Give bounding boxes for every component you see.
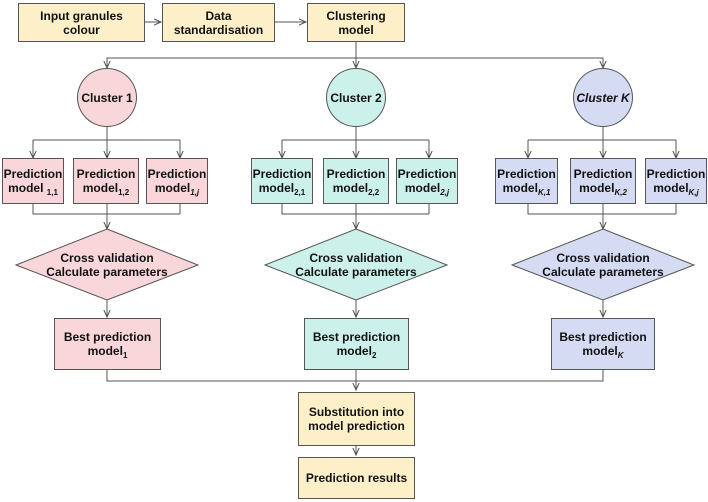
best-model-k: Best prediction modelK — [551, 318, 655, 370]
data-standardisation-label: Data standardisation — [173, 8, 264, 37]
cluster-2-node: Cluster 2 — [326, 68, 386, 127]
prediction-model-2-2-sub: 2,2 — [368, 188, 380, 197]
edge-clustering-to-clusters — [106, 42, 604, 68]
prediction-model-1-2-sub: 1,2 — [118, 188, 130, 197]
clustering-model-box: Clustering model — [307, 3, 405, 42]
cluster-k-node: Cluster K — [573, 68, 633, 127]
prediction-model-1-2: Prediction model1,2 — [73, 158, 139, 204]
prediction-model-1-1-sub: 1,1 — [46, 188, 58, 197]
best-model-1-line1: Best prediction — [63, 330, 152, 344]
edge-cluster-k-fanout — [527, 127, 677, 152]
prediction-model-k-1-text: Prediction model — [497, 167, 556, 195]
prediction-model-2-j-text: Prediction model — [397, 167, 457, 195]
validation-1-line1: Cross validation — [60, 251, 154, 265]
prediction-model-k-2-text: Prediction model — [573, 167, 633, 195]
prediction-model-k-j-text: Prediction model — [646, 167, 706, 195]
cluster-1-label: Cluster 1 — [81, 90, 133, 105]
validation-diamond-1 — [14, 228, 200, 301]
prediction-model-2-1-sub: 2,1 — [294, 188, 306, 197]
best-model-2-sub: 2 — [371, 351, 377, 360]
prediction-model-k-2: Prediction modelK,2 — [570, 158, 636, 204]
best-model-1-line2: model — [87, 344, 123, 358]
prediction-model-k-1-sub: K,1 — [537, 188, 551, 197]
prediction-model-2-j-sub: 2,j — [440, 188, 450, 197]
prediction-model-1-j: Prediction model1,j — [146, 158, 208, 204]
prediction-model-1-j-sub: 1,j — [190, 188, 200, 197]
clustering-model-label: Clustering model — [326, 8, 386, 37]
best-model-1: Best prediction model1 — [54, 318, 161, 370]
prediction-model-k-2-sub: K,2 — [614, 188, 627, 197]
cluster-1-node: Cluster 1 — [77, 68, 137, 127]
best-model-2: Best prediction model2 — [304, 318, 409, 370]
prediction-model-k-1: Prediction modelK,1 — [495, 158, 558, 204]
prediction-model-2-2-text: Prediction model — [326, 167, 386, 195]
edge-best-merge — [106, 370, 604, 382]
validation-2-line2: Calculate parameters — [295, 265, 417, 279]
prediction-model-k-j: Prediction modelK,j — [645, 158, 707, 204]
best-model-k-sub: K — [617, 351, 624, 360]
validation-diamond-2 — [263, 228, 449, 301]
input-granules-label: Input granules colour — [40, 8, 123, 37]
validation-k-line1: Cross validation — [556, 251, 650, 265]
validation-text-2: Cross validation Calculate parameters — [276, 251, 436, 279]
substitution-box: Substitution into model prediction — [298, 392, 415, 446]
prediction-results-box: Prediction results — [298, 457, 415, 499]
prediction-model-1-1-text: Prediction model — [3, 167, 63, 195]
edge-cluster-k-merge — [527, 204, 677, 215]
validation-text-k: Cross validation Calculate parameters — [523, 251, 683, 279]
data-standardisation-box: Data standardisation — [162, 3, 275, 42]
validation-1-line2: Calculate parameters — [46, 265, 168, 279]
edge-cluster-2-merge — [281, 204, 430, 215]
prediction-model-2-1: Prediction model2,1 — [251, 158, 313, 204]
input-granules-box: Input granules colour — [18, 3, 145, 42]
best-model-2-line1: Best prediction — [312, 330, 401, 344]
prediction-model-1-1: Prediction model 1,1 — [2, 158, 64, 204]
prediction-results-label: Prediction results — [305, 471, 408, 485]
best-model-k-line1: Best prediction — [559, 330, 647, 344]
substitution-label: Substitution into model prediction — [308, 405, 405, 433]
validation-k-line2: Calculate parameters — [542, 265, 664, 279]
prediction-model-2-2: Prediction model2,2 — [323, 158, 389, 204]
prediction-model-k-j-sub: K,j — [688, 188, 699, 197]
best-model-k-line2: model — [582, 344, 618, 358]
best-model-1-sub: 1 — [122, 351, 128, 360]
cluster-k-label: Cluster K — [576, 90, 630, 105]
validation-text-1: Cross validation Calculate parameters — [27, 251, 187, 279]
validation-2-line1: Cross validation — [309, 251, 403, 265]
cluster-2-label: Cluster 2 — [330, 90, 382, 105]
prediction-model-2-j: Prediction model2,j — [396, 158, 458, 204]
edge-cluster-2-fanout — [281, 127, 430, 152]
prediction-model-1-j-text: Prediction model — [147, 167, 207, 195]
edge-cluster-1-fanout — [32, 127, 181, 152]
best-model-2-line2: model — [336, 344, 372, 358]
edge-cluster-1-merge — [32, 204, 181, 215]
validation-diamond-k — [510, 228, 696, 301]
prediction-model-2-1-text: Prediction model — [252, 167, 312, 195]
prediction-model-1-2-text: Prediction model — [76, 167, 136, 195]
